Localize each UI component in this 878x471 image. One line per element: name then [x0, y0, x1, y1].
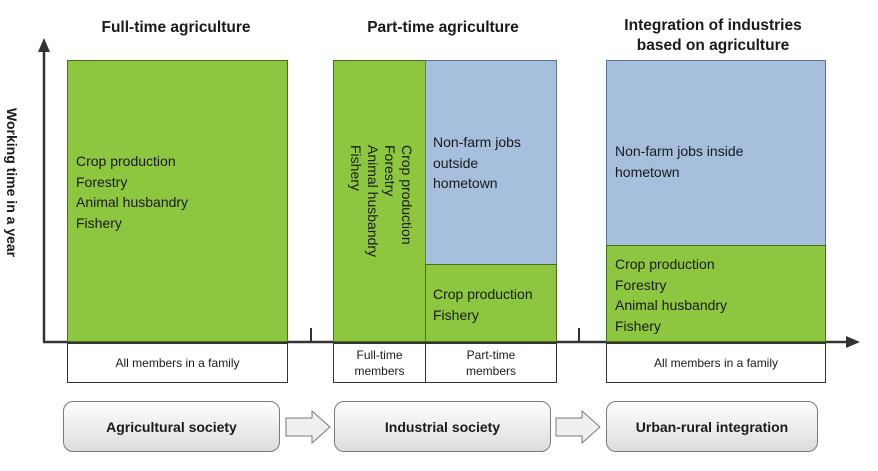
activity-item: Fishery: [348, 145, 364, 191]
activity-item: Animal husbandry: [615, 297, 728, 313]
activity-item: Fishery: [433, 306, 479, 323]
right-arrow-icon: [285, 409, 331, 445]
member-label-integration: All members in a family: [606, 343, 826, 383]
right-arrow-icon: [555, 409, 601, 445]
nonfarm-line: hometown: [615, 163, 680, 180]
member-label-part-time-members: Part-time members: [425, 343, 557, 383]
activity-item: Animal husbandry: [365, 145, 381, 258]
farm-block-part-time-members: Crop production Fishery: [425, 264, 557, 342]
nonfarm-jobs-text: Non-farm jobs inside hometown: [615, 141, 743, 182]
panel-title-full-time: Full-time agriculture: [101, 19, 251, 36]
panel-title-part-time: Part-time agriculture: [367, 19, 519, 36]
farm-activities-list: Crop production Forestry Animal husbandr…: [615, 254, 727, 336]
y-axis-label: Working time in a year: [4, 108, 20, 258]
activity-item: Forestry: [615, 276, 667, 293]
member-label-line: members: [354, 364, 405, 378]
farm-activities-vertical: Crop production Forestry Animal husbandr…: [347, 145, 415, 257]
member-label-line: Part-time: [466, 348, 516, 362]
nonfarm-block-outside-hometown: Non-farm jobs outside hometown: [425, 60, 557, 265]
activity-item: Crop production: [615, 256, 715, 272]
farm-activities-list: Crop production Forestry Animal husbandr…: [76, 151, 188, 233]
activity-item: Animal husbandry: [76, 194, 189, 210]
member-label-full-time-members: Full-time members: [333, 343, 426, 383]
nonfarm-line: Non-farm jobs: [433, 134, 521, 150]
farm-activities-list: Crop production Fishery: [433, 284, 533, 325]
nonfarm-block-inside-hometown: Non-farm jobs inside hometown: [606, 60, 826, 246]
member-label-line: members: [465, 364, 516, 378]
x-axis-arrow-icon: [846, 336, 860, 348]
panel-title-integration: Integration of industries based on agric…: [594, 16, 832, 56]
farm-block-full-time-members: Crop production Forestry Animal husbandr…: [333, 60, 426, 342]
activity-item: Crop production: [433, 286, 533, 302]
member-label-full-time: All members in a family: [67, 343, 288, 383]
activity-item: Forestry: [382, 145, 398, 197]
nonfarm-line: outside: [433, 154, 479, 171]
stage-urban-rural-integration: Urban-rural integration: [606, 401, 818, 452]
activity-item: Forestry: [76, 173, 128, 190]
member-label-line: Full-time: [356, 348, 403, 362]
activity-item: Fishery: [76, 214, 122, 231]
nonfarm-line: Non-farm jobs inside: [615, 143, 744, 159]
panel-title-line: based on agriculture: [636, 37, 790, 54]
panel-title-line: Integration of industries: [624, 17, 802, 34]
activity-item: Crop production: [399, 145, 415, 245]
nonfarm-line: hometown: [433, 175, 498, 191]
nonfarm-jobs-text: Non-farm jobs outside hometown: [433, 132, 521, 194]
stage-agricultural-society: Agricultural society: [63, 401, 280, 452]
farm-block-full-time: Crop production Forestry Animal husbandr…: [67, 60, 288, 342]
activity-item: Fishery: [615, 317, 661, 334]
farm-block-integration: Crop production Forestry Animal husbandr…: [606, 245, 826, 342]
activity-item: Crop production: [76, 153, 176, 169]
y-axis-arrow-icon: [38, 38, 50, 52]
stage-industrial-society: Industrial society: [334, 401, 551, 452]
